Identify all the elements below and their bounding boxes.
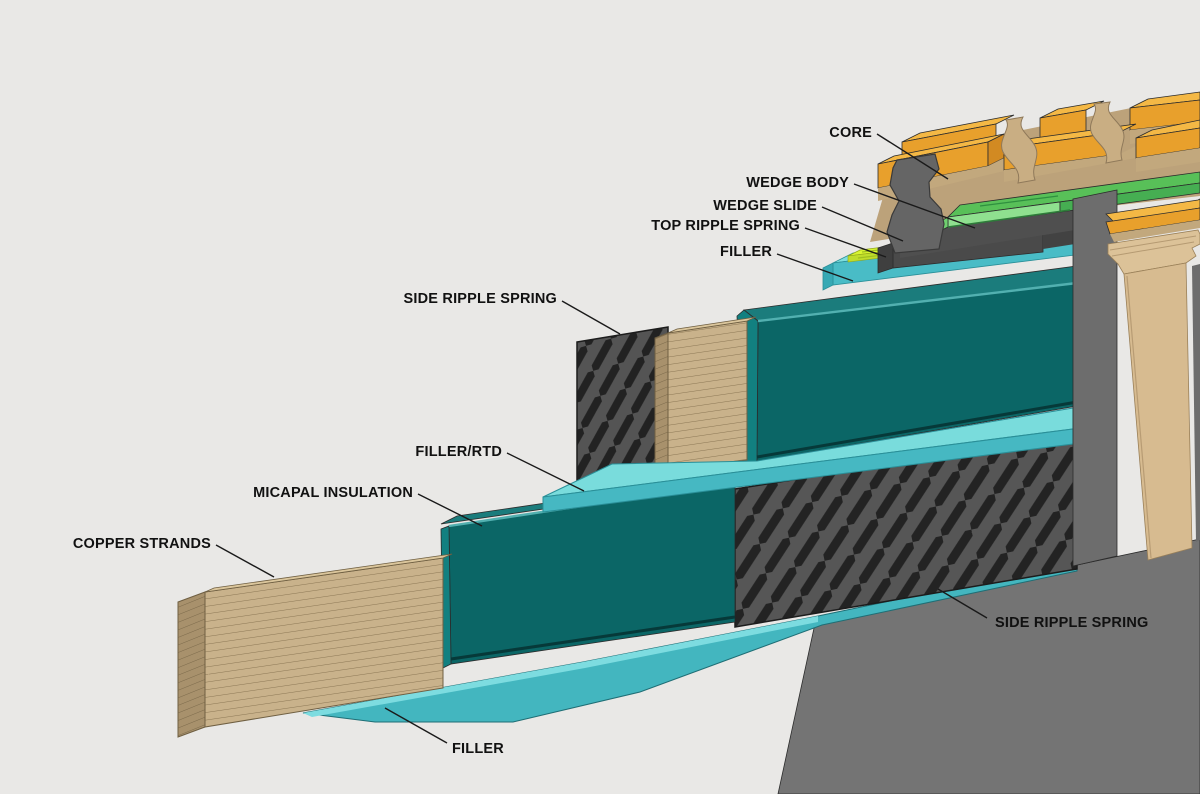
label-wedge-body: WEDGE BODY <box>746 175 849 191</box>
leader-wedge-body <box>853 183 976 229</box>
label-side-ripple-spring-upper: SIDE RIPPLE SPRING <box>404 291 557 307</box>
core-laminations <box>870 91 1200 258</box>
core-slab <box>777 538 1200 794</box>
core-tooth <box>1072 189 1200 567</box>
leader-copper-strands <box>215 544 275 578</box>
vent-spacer-right <box>1090 101 1125 164</box>
label-micapal-insulation: MICAPAL INSULATION <box>253 485 413 501</box>
wedge-cross-section <box>886 153 945 254</box>
annotations: CORE WEDGE BODY WEDGE SLIDE TOP RIPPLE S… <box>73 125 1148 757</box>
bottom-filler-plate <box>302 561 1078 723</box>
label-copper-strands: COPPER STRANDS <box>73 536 211 552</box>
leader-micapal-insulation <box>417 493 483 527</box>
upper-bar-micapal-insulation <box>736 265 1078 468</box>
leader-core <box>876 133 949 180</box>
label-core: CORE <box>829 125 872 141</box>
label-wedge-slide: WEDGE SLIDE <box>713 198 817 214</box>
leader-side-ripple-spring-lower <box>937 588 988 619</box>
label-top-ripple-spring: TOP RIPPLE SPRING <box>651 218 800 234</box>
vent-spacer-left <box>1001 116 1038 184</box>
upper-copper-strands-block <box>654 316 757 475</box>
label-filler-top: FILLER <box>720 244 772 260</box>
core-plank-front-right <box>1135 119 1200 172</box>
leader-filler-bottom <box>384 707 448 744</box>
leader-wedge-slide <box>821 206 904 242</box>
label-side-ripple-spring-lower: SIDE RIPPLE SPRING <box>995 615 1148 631</box>
leader-filler-top <box>776 253 854 282</box>
label-filler-bottom: FILLER <box>452 741 504 757</box>
label-filler-rtd: FILLER/RTD <box>415 444 502 460</box>
leader-filler-rtd <box>506 452 585 492</box>
lower-copper-strands-block <box>177 553 453 738</box>
leader-top-ripple-spring <box>804 227 887 258</box>
leader-side-ripple-spring-upper <box>561 300 621 335</box>
